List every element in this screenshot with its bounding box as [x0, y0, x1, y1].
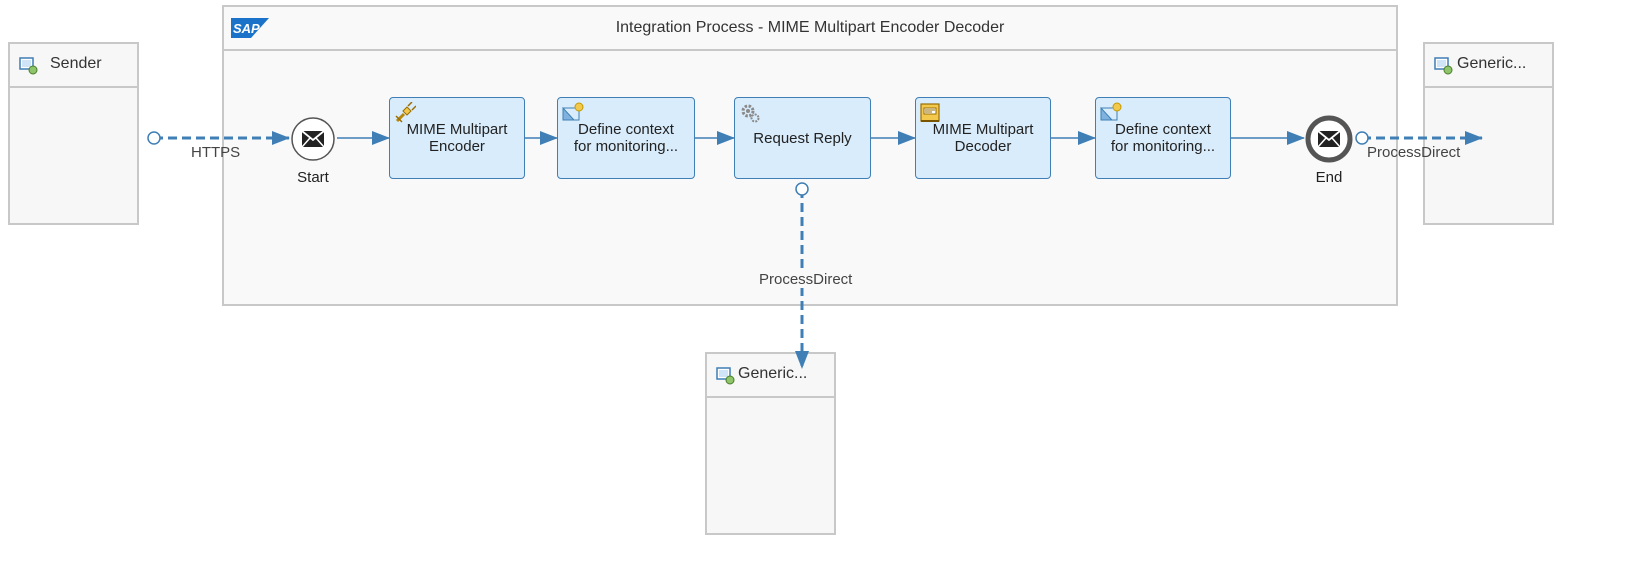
content-modifier-icon	[562, 102, 584, 121]
step-define-context-1[interactable]: Define context for monitoring...	[557, 97, 695, 179]
https-connection-label: HTTPS	[191, 144, 241, 161]
participant-icon	[1434, 57, 1453, 75]
processdirect-bottom-connection-label: ProcessDirect	[759, 271, 853, 288]
sender-connector-point	[147, 131, 161, 145]
step-mime-multipart-encoder[interactable]: MIME Multipart Encoder	[389, 97, 525, 179]
step-label: Define context for monitoring...	[1110, 121, 1216, 155]
request-reply-connector-point	[795, 182, 809, 196]
processdirect-right-connection-label: ProcessDirect	[1367, 144, 1461, 161]
start-event[interactable]	[290, 116, 336, 162]
content-modifier-icon	[1100, 102, 1122, 121]
receiver-bottom-participant[interactable]: Generic...	[705, 352, 836, 535]
step-label: Define context for monitoring...	[573, 121, 679, 155]
svg-text:SAP: SAP	[233, 21, 260, 36]
end-event-label: End	[1315, 169, 1343, 186]
step-mime-multipart-decoder[interactable]: MIME Multipart Decoder	[915, 97, 1051, 179]
sender-title: Sender	[50, 55, 102, 72]
step-label: Request Reply	[753, 129, 852, 147]
end-event[interactable]	[1305, 115, 1353, 163]
step-label: MIME Multipart Decoder	[932, 121, 1034, 155]
encoder-icon	[395, 102, 416, 123]
pool-title: Integration Process - MIME Multipart Enc…	[615, 19, 1005, 36]
end-connector-point	[1355, 131, 1369, 145]
participant-icon	[19, 57, 38, 75]
sender-header	[10, 44, 137, 88]
sender-participant[interactable]: Sender	[8, 42, 139, 225]
decoder-icon	[920, 103, 940, 122]
receiver-bottom-title: Generic...	[738, 365, 808, 382]
start-event-label: Start	[297, 169, 329, 186]
gear-icon	[741, 104, 760, 123]
sap-logo: SAP	[231, 18, 269, 38]
receiver-bottom-header	[707, 354, 834, 398]
receiver-right-header	[1425, 44, 1552, 88]
step-define-context-2[interactable]: Define context for monitoring...	[1095, 97, 1231, 179]
receiver-right-title: Generic...	[1457, 55, 1527, 72]
receiver-right-participant[interactable]: Generic...	[1423, 42, 1554, 225]
participant-icon	[716, 367, 735, 385]
step-request-reply[interactable]: Request Reply	[734, 97, 871, 179]
step-label: MIME Multipart Encoder	[406, 121, 508, 155]
pool-header	[224, 7, 1396, 51]
